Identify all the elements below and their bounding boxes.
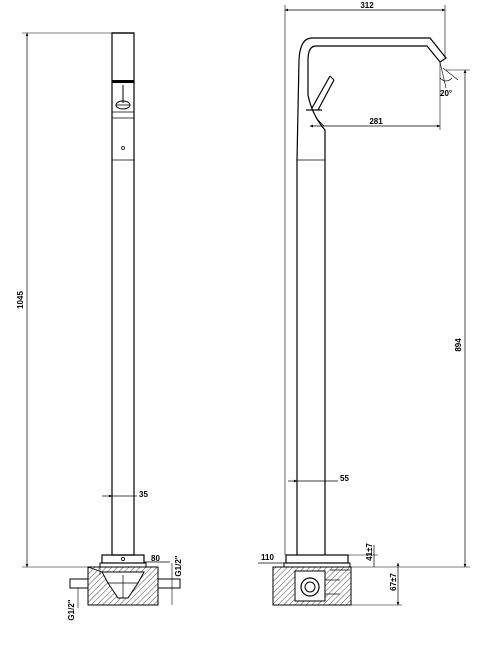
dim-base-front: 80 (99, 554, 170, 575)
dim-spout-reach: 281 (309, 62, 441, 130)
front-column (111, 32, 135, 556)
side-base-plate (285, 554, 349, 564)
dim-height-total: 1045 (16, 32, 112, 568)
label-base-depth: 67±7 (389, 573, 398, 591)
label-height-total: 1045 (16, 291, 25, 309)
front-lever-band (112, 80, 134, 83)
label-base-side: 110 (261, 553, 274, 562)
label-thread-bottom: G1/2" (67, 599, 76, 620)
dim-cover-height: 41±7 (348, 543, 378, 567)
dim-spout-height: 894 (350, 69, 470, 568)
side-view: 312 281 20° 894 55 110 (258, 1, 470, 606)
label-pipe-front: 35 (139, 490, 148, 499)
dim-base-depth: 67±7 (351, 562, 402, 606)
label-cover-height: 41±7 (365, 543, 374, 561)
label-base-front: 80 (151, 554, 160, 563)
side-head (296, 37, 447, 161)
dim-spout-length: 312 (284, 1, 446, 555)
front-lever (115, 85, 131, 110)
front-inlet-box (69, 566, 181, 606)
label-spout-length: 312 (360, 1, 374, 10)
dim-thread-right: G1/2" (171, 555, 183, 605)
label-spout-height: 894 (454, 338, 463, 352)
label-spout-angle: 20° (440, 89, 452, 98)
front-dot (121, 146, 125, 150)
front-view: 1045 35 80 G1/2" G1/2" (16, 32, 183, 621)
front-base-plate (101, 554, 145, 564)
dim-thread-bottom: G1/2" (67, 588, 79, 621)
label-thread-right: G1/2" (174, 555, 183, 576)
dim-base-side: 110 (258, 553, 284, 564)
side-inlet-box (272, 566, 352, 606)
dim-pipe-side: 55 (288, 474, 349, 483)
label-pipe-side: 55 (340, 474, 349, 483)
label-spout-reach: 281 (369, 117, 383, 126)
dim-pipe-front: 35 (102, 490, 148, 499)
side-lever (306, 75, 335, 127)
